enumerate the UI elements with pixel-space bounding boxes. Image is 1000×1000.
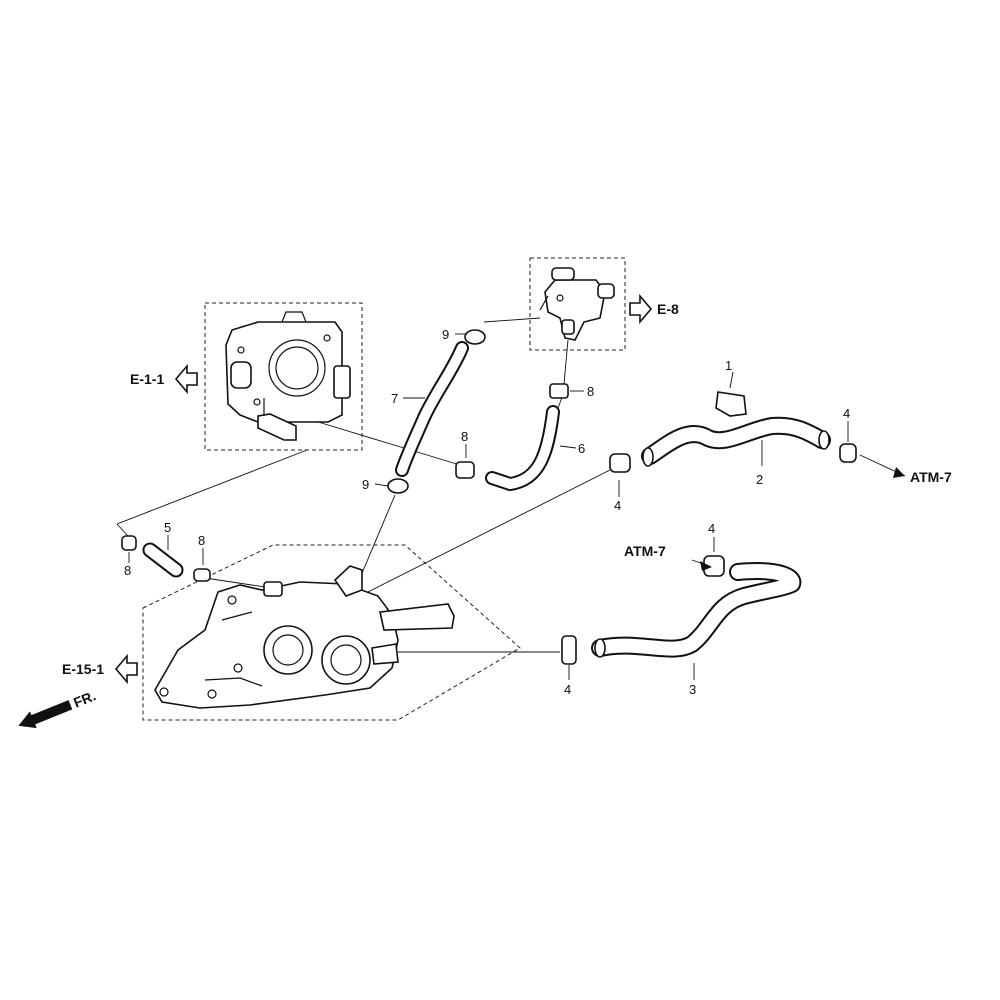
clamp-8-hose6 [455,461,475,479]
callout-part-4-lower: 4 [564,682,571,697]
clamp-9-lower [387,478,409,494]
reference-e-1-1: E-1-1 [130,363,198,395]
clamp-9-upper [464,329,486,345]
callout-part-9-lower: 9 [362,477,369,492]
callout-part-4-upper: 4 [614,498,621,513]
water-outlet-dashed-box [529,257,626,351]
throttle-body-dashed-box [204,302,363,451]
clamp-4-lower [561,635,577,665]
callout-part-5: 5 [164,520,171,535]
water-passage-dashed-box [142,544,521,721]
svg-text:E-8: E-8 [657,301,679,317]
water-passage-housing [154,565,455,709]
svg-text:ATM-7: ATM-7 [910,469,952,485]
front-marker-text: FR. [71,687,98,710]
callout-part-9-upper: 9 [442,327,449,342]
reference-e8: E-8 [629,293,679,325]
callout-part-4-right: 4 [843,406,850,421]
callout-part-3: 3 [689,682,696,697]
reference-atm-7-right: ATM-7 [893,467,952,485]
callout-part-8-outlet: 8 [587,384,594,399]
svg-text:ATM-7: ATM-7 [624,543,666,559]
clamp-8-left [121,535,137,551]
hose-3 [591,562,802,658]
callout-part-7: 7 [391,391,398,406]
clip-1 [715,391,747,417]
callout-part-4-mid: 4 [708,521,715,536]
clamp-4-upper [609,453,631,473]
clamp-8-outlet [549,383,569,399]
callout-part-1: 1 [725,358,732,373]
svg-text:E-15-1: E-15-1 [62,661,104,677]
hose-6 [485,405,560,491]
reference-atm-7-mid: ATM-7 [624,543,712,571]
callout-part-8-left: 8 [124,563,131,578]
hose-5 [142,542,184,578]
callout-part-8-hose6: 8 [461,429,468,444]
svg-text:E-1-1: E-1-1 [130,371,164,387]
callout-part-2: 2 [756,472,763,487]
clamp-4-right [839,443,857,463]
hose-2 [641,416,831,467]
front-direction-marker: FR. [18,687,98,729]
throttle-body [225,311,351,441]
reference-e-15-1: E-15-1 [62,653,138,685]
callout-part-8-small: 8 [198,533,205,548]
callout-part-6: 6 [578,441,585,456]
hose-7 [395,341,469,477]
water-outlet-fitting [539,267,615,341]
clamp-8-small [193,568,211,582]
